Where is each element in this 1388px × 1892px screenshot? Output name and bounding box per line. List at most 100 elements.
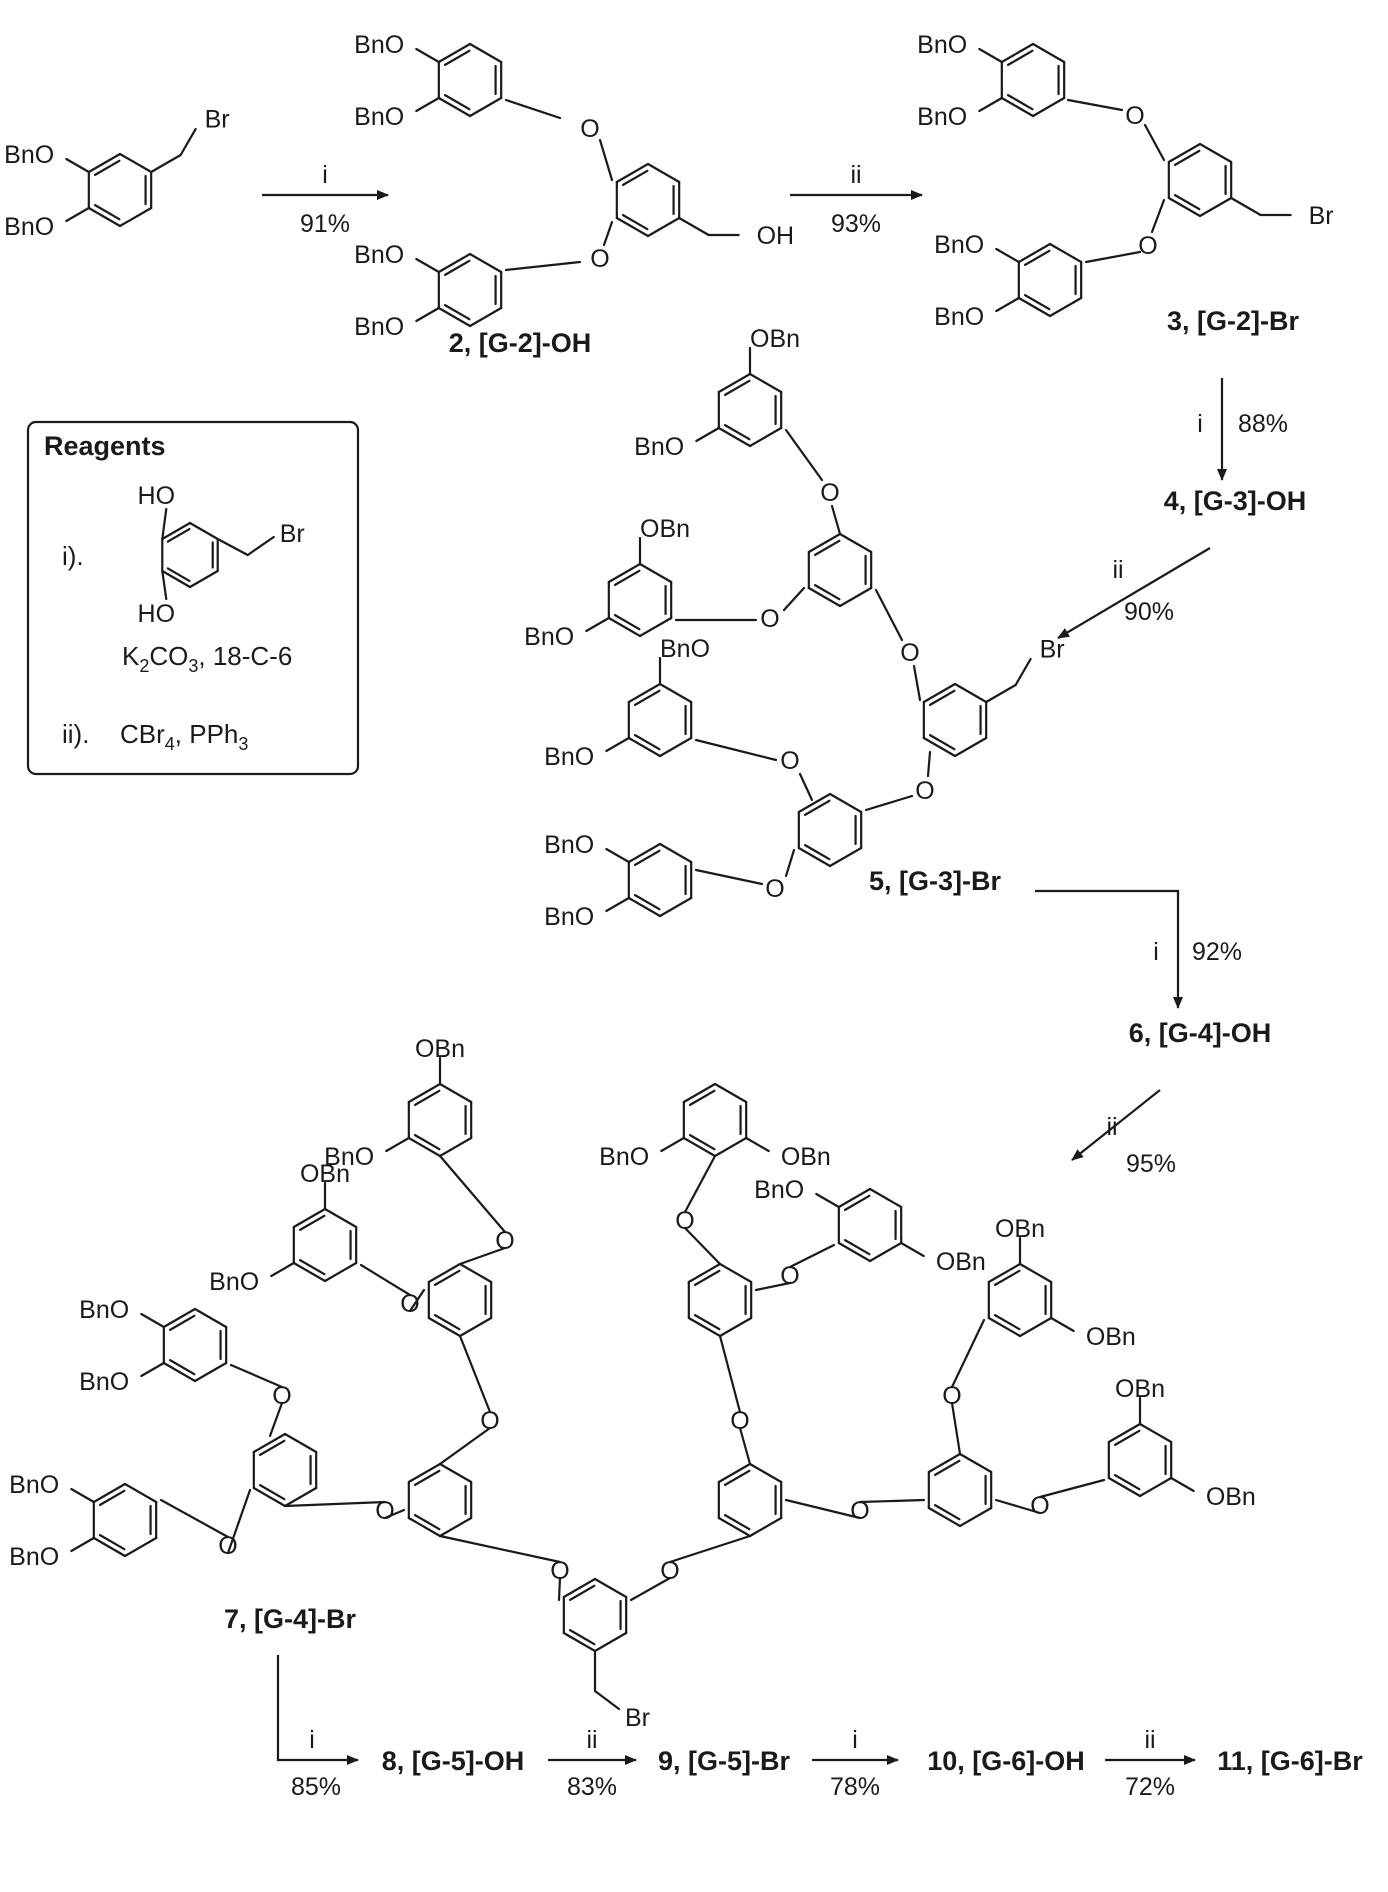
ring-bond bbox=[807, 586, 842, 608]
ether-o-label: O bbox=[780, 747, 799, 775]
obn-label: OBn bbox=[936, 1248, 986, 1276]
ring-double-bond bbox=[1023, 249, 1051, 266]
step-conditions: i 91% ii 93% i 88% ii 90% i 92% ii 95% i… bbox=[291, 161, 1288, 1801]
ring-bond bbox=[868, 1241, 903, 1263]
obn-label: OBn bbox=[1086, 1323, 1136, 1351]
ring-double-bond bbox=[413, 1089, 441, 1106]
step-5-reagent: i bbox=[1153, 938, 1159, 966]
bno-label: BnO bbox=[4, 141, 54, 169]
ether-o-label: O bbox=[730, 1407, 749, 1435]
step-6-reagent: ii bbox=[1106, 1113, 1117, 1141]
ether-o-label: O bbox=[1138, 232, 1157, 260]
compound-8-label: 8, [G-5]-OH bbox=[382, 1746, 525, 1776]
bno-label: BnO bbox=[209, 1268, 259, 1296]
substituent-bond bbox=[415, 96, 440, 113]
bond bbox=[1084, 250, 1142, 264]
ring-bond bbox=[627, 842, 662, 864]
ring-bond bbox=[188, 569, 219, 589]
bond bbox=[458, 1334, 492, 1414]
bond bbox=[602, 220, 614, 247]
bond bbox=[864, 794, 914, 812]
methylene-bond bbox=[593, 1689, 621, 1711]
ring-double-bond bbox=[621, 214, 649, 231]
bond bbox=[784, 1498, 862, 1520]
step-4-yield: 90% bbox=[1124, 598, 1174, 626]
ring-bond bbox=[593, 1577, 628, 1599]
ring-bond bbox=[407, 1136, 442, 1158]
compound-11-label: 11, [G-6]-Br bbox=[1217, 1746, 1363, 1776]
ring-bond bbox=[927, 1506, 962, 1528]
ring-bond bbox=[162, 1361, 197, 1383]
ring-double-bond bbox=[633, 849, 661, 866]
ring-bond bbox=[748, 1516, 783, 1538]
ether-o-label: O bbox=[480, 1407, 499, 1435]
ring-bond bbox=[283, 1432, 318, 1454]
substituent-bond bbox=[978, 96, 1003, 113]
obn-label: OBn bbox=[995, 1215, 1045, 1243]
ring-bond bbox=[193, 1307, 228, 1329]
ring-bond bbox=[717, 1516, 752, 1538]
reagents-title: Reagents bbox=[44, 431, 166, 461]
br-label: Br bbox=[1040, 636, 1065, 664]
ring-bond bbox=[658, 682, 693, 704]
ring-bond bbox=[292, 1207, 327, 1229]
ether-o-label: O bbox=[660, 1557, 679, 1585]
bond bbox=[383, 1508, 406, 1520]
ring-double-bond bbox=[93, 159, 121, 176]
ring-bond bbox=[922, 682, 957, 704]
ring-bond bbox=[118, 206, 153, 228]
ether-o-label: O bbox=[765, 875, 784, 903]
bond bbox=[683, 1154, 717, 1214]
ring-bond bbox=[292, 1261, 327, 1283]
ring-double-bond bbox=[568, 1629, 596, 1646]
ring-bond bbox=[718, 1262, 753, 1284]
ring-bond bbox=[717, 372, 752, 394]
ring-double-bond bbox=[933, 1504, 961, 1521]
bno-label: BnO bbox=[634, 433, 684, 461]
ring-bond bbox=[687, 1316, 722, 1338]
bno-label: BnO bbox=[9, 1471, 59, 1499]
bno-label: BnO bbox=[599, 1143, 649, 1171]
bno-label: BnO bbox=[524, 623, 574, 651]
bno-label: BnO bbox=[79, 1368, 129, 1396]
methylene-bond bbox=[216, 537, 249, 557]
ring-bond bbox=[437, 96, 472, 118]
ring-double-bond bbox=[166, 527, 191, 543]
ring-bond bbox=[468, 96, 503, 118]
bond bbox=[926, 750, 932, 778]
ring-bond bbox=[193, 1361, 228, 1383]
obn-label: OBn bbox=[640, 515, 690, 543]
bond bbox=[629, 1576, 672, 1602]
ring-bond bbox=[468, 252, 503, 274]
ring-bond bbox=[868, 1187, 903, 1209]
ring-bond bbox=[658, 842, 693, 864]
ring-double-bond bbox=[723, 1469, 751, 1486]
ring-double-bond bbox=[1023, 294, 1051, 311]
bno-label: BnO bbox=[544, 743, 594, 771]
ring-double-bond bbox=[1173, 149, 1201, 166]
bond bbox=[858, 1498, 926, 1504]
substituent-bond bbox=[995, 247, 1020, 264]
ring-bond bbox=[713, 1082, 748, 1104]
substituent-bond bbox=[605, 847, 630, 864]
bond bbox=[438, 1426, 492, 1466]
ring-double-bond bbox=[723, 379, 751, 396]
ring-double-bond bbox=[633, 894, 661, 911]
ring-bond bbox=[1048, 296, 1083, 318]
ring-bond bbox=[407, 1462, 442, 1484]
bond bbox=[994, 1498, 1042, 1515]
step-9-reagent: i bbox=[852, 1726, 858, 1754]
bond bbox=[159, 1498, 230, 1539]
bond bbox=[738, 1426, 752, 1466]
methylene-bond bbox=[1230, 196, 1262, 217]
bno-label: BnO bbox=[917, 103, 967, 131]
ring-bond bbox=[1031, 96, 1066, 118]
bond bbox=[268, 1401, 284, 1438]
ring-bond bbox=[828, 792, 863, 814]
ring-bond bbox=[987, 1262, 1022, 1284]
bond bbox=[557, 1576, 562, 1602]
ring-double-bond bbox=[633, 689, 661, 706]
compound-9-label: 9, [G-5]-Br bbox=[658, 1746, 791, 1776]
ring-bond bbox=[252, 1432, 287, 1454]
ring-bond bbox=[438, 1462, 473, 1484]
